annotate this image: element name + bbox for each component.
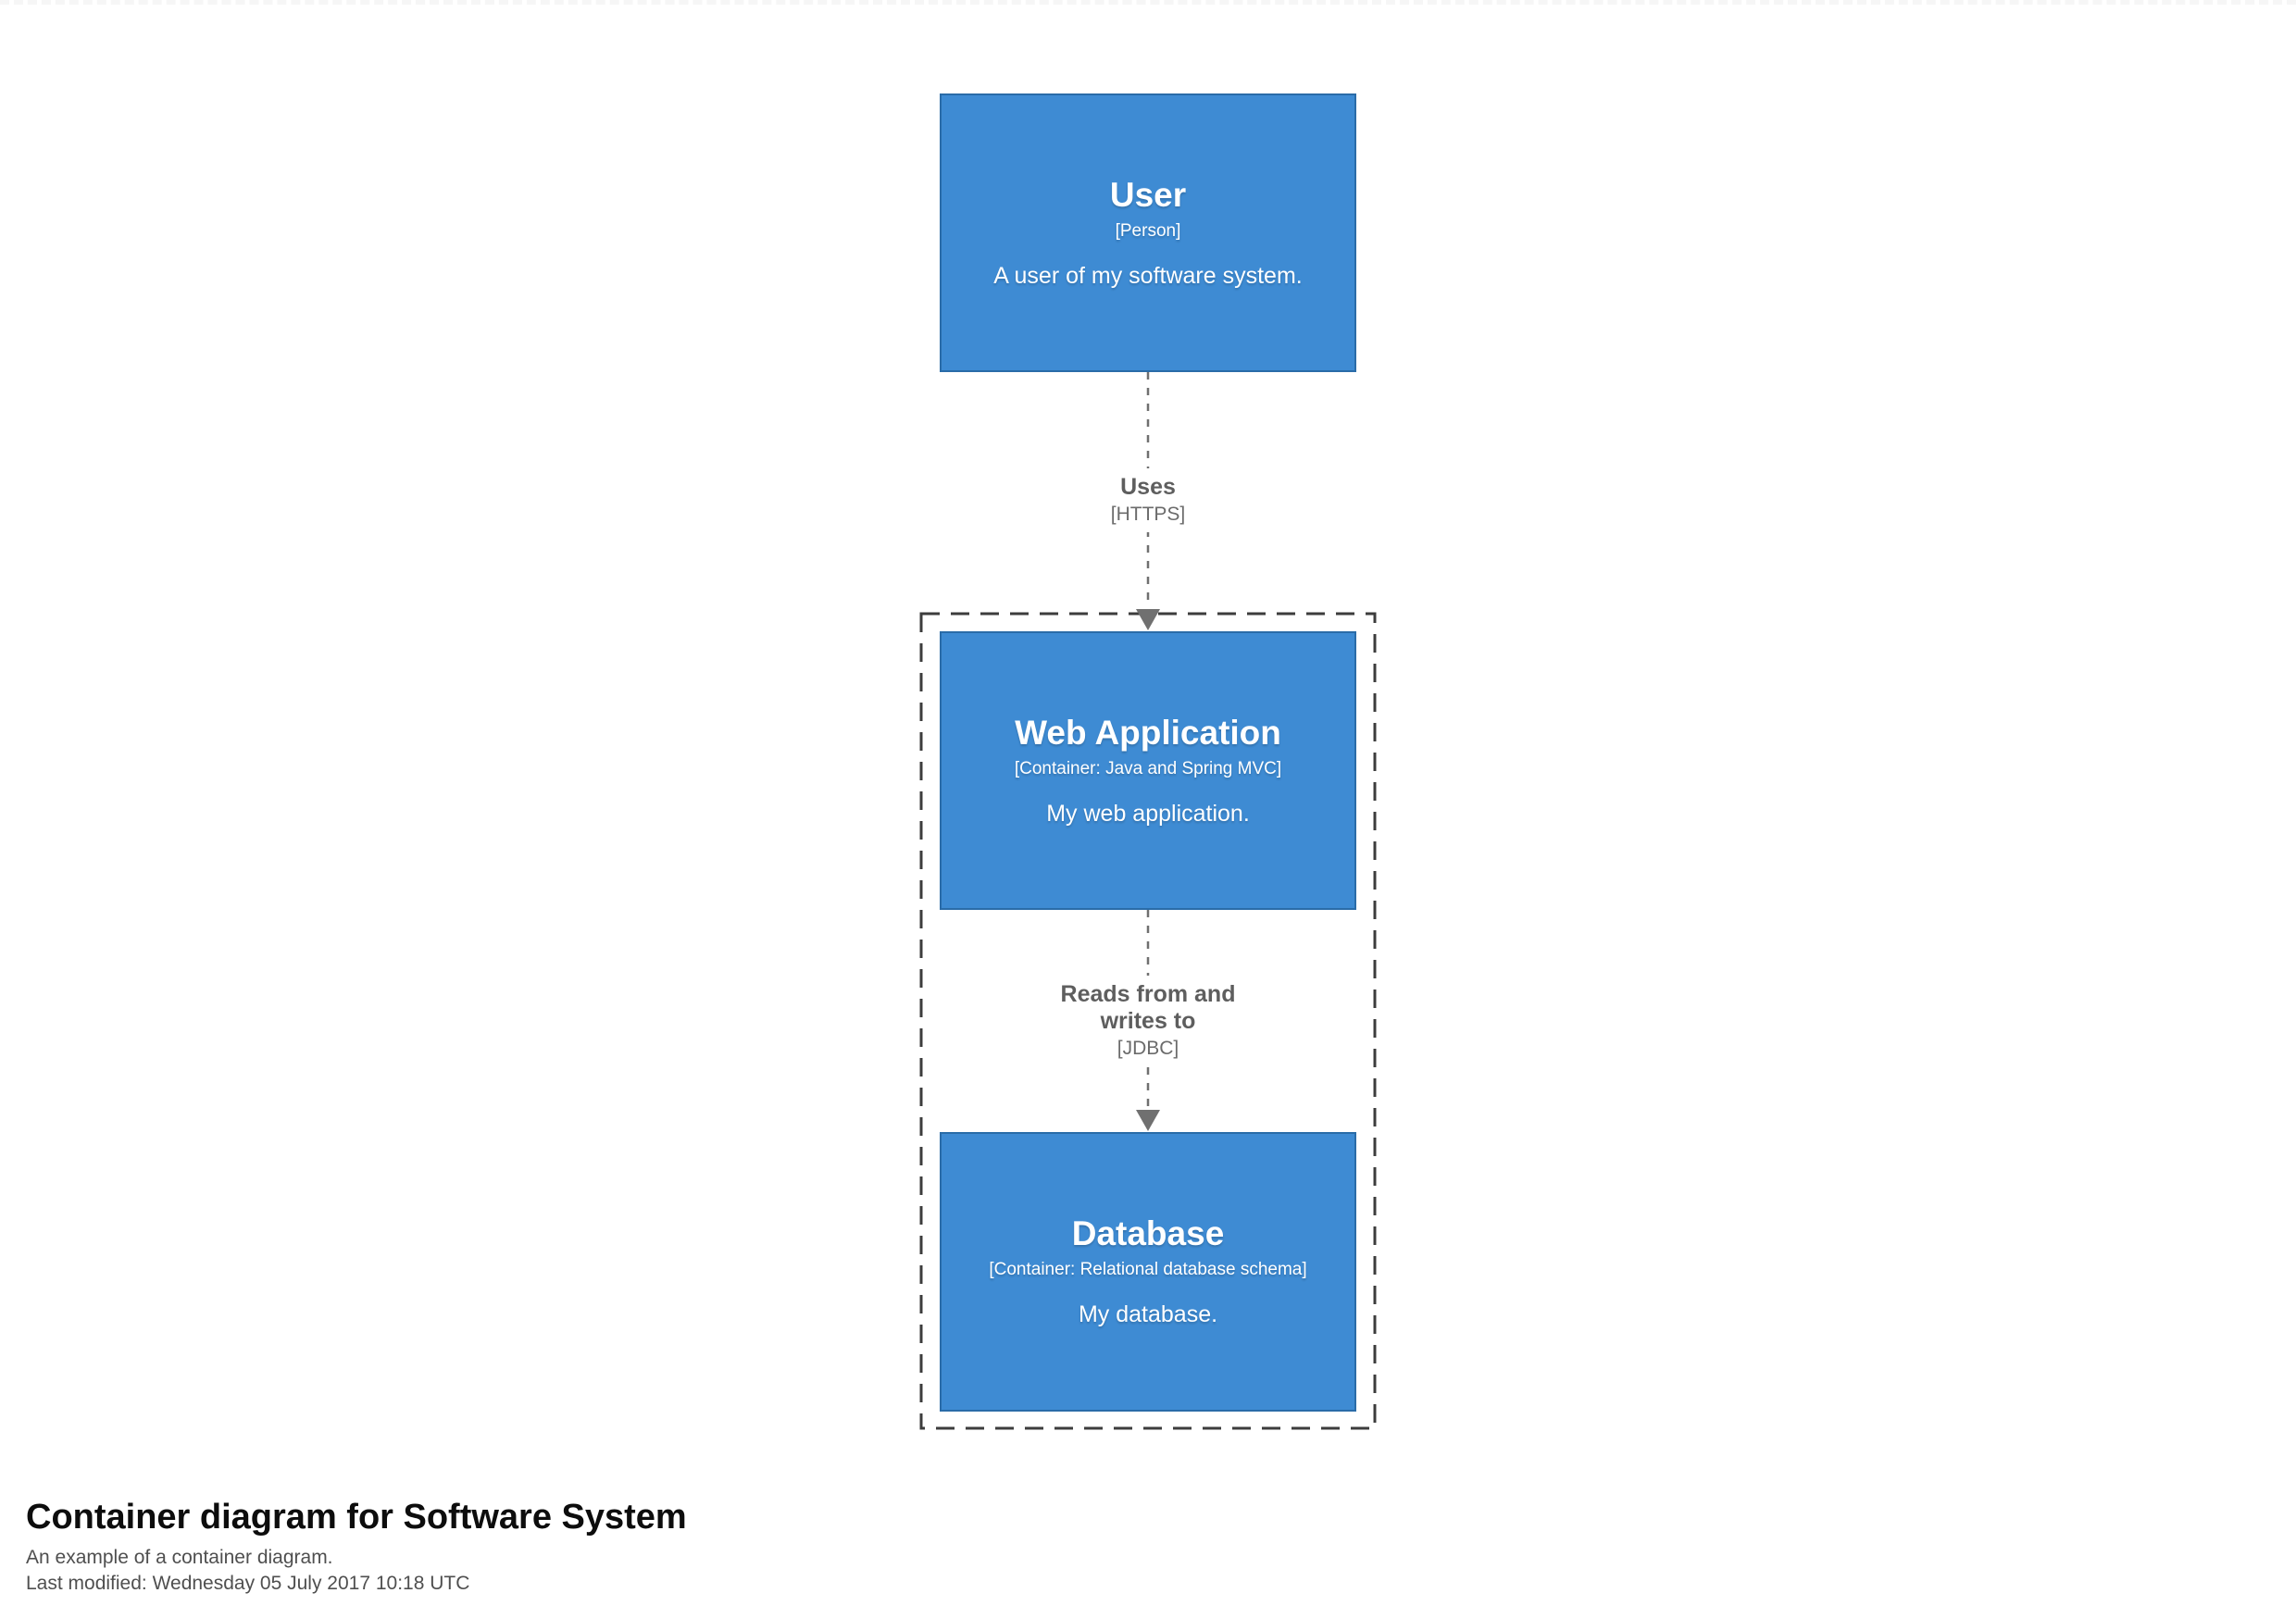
diagram-footer: Container diagram for Software System An… — [26, 1496, 687, 1597]
element-metadata: [Person] — [1115, 220, 1181, 241]
relationship-technology: [HTTPS] — [1110, 504, 1186, 525]
arrowhead-icon — [1136, 1110, 1160, 1131]
element-metadata: [Container: Relational database schema] — [989, 1260, 1307, 1279]
relationship-label-reads-writes: Reads from and writes to [JDBC] — [1021, 976, 1275, 1066]
element-user[interactable]: User [Person] A user of my software syst… — [940, 93, 1356, 372]
element-database[interactable]: Database [Container: Relational database… — [940, 1132, 1356, 1412]
element-description: A user of my software system. — [993, 262, 1303, 289]
relationship-technology: [JDBC] — [1117, 1038, 1179, 1059]
diagram-title: Container diagram for Software System — [26, 1498, 687, 1537]
relationship-name: Reads from and writes to — [1060, 981, 1236, 1034]
element-description: My database. — [1078, 1301, 1218, 1327]
diagram-last-modified: Last modified: Wednesday 05 July 2017 10… — [26, 1573, 470, 1594]
element-name: User — [1109, 175, 1187, 214]
diagram-description: An example of a container diagram. — [26, 1547, 333, 1568]
page-boundary-edge — [0, 0, 2296, 5]
element-name: Web Application — [1015, 713, 1281, 752]
element-name: Database — [1071, 1214, 1225, 1252]
relationship-label-uses: Uses [HTTPS] — [1099, 468, 1197, 532]
relationship-name: Uses — [1120, 474, 1176, 500]
element-web-application[interactable]: Web Application [Container: Java and Spr… — [940, 631, 1356, 910]
element-metadata: [Container: Java and Spring MVC] — [1014, 758, 1282, 778]
arrowhead-icon — [1136, 609, 1160, 630]
element-description: My web application. — [1046, 800, 1250, 827]
